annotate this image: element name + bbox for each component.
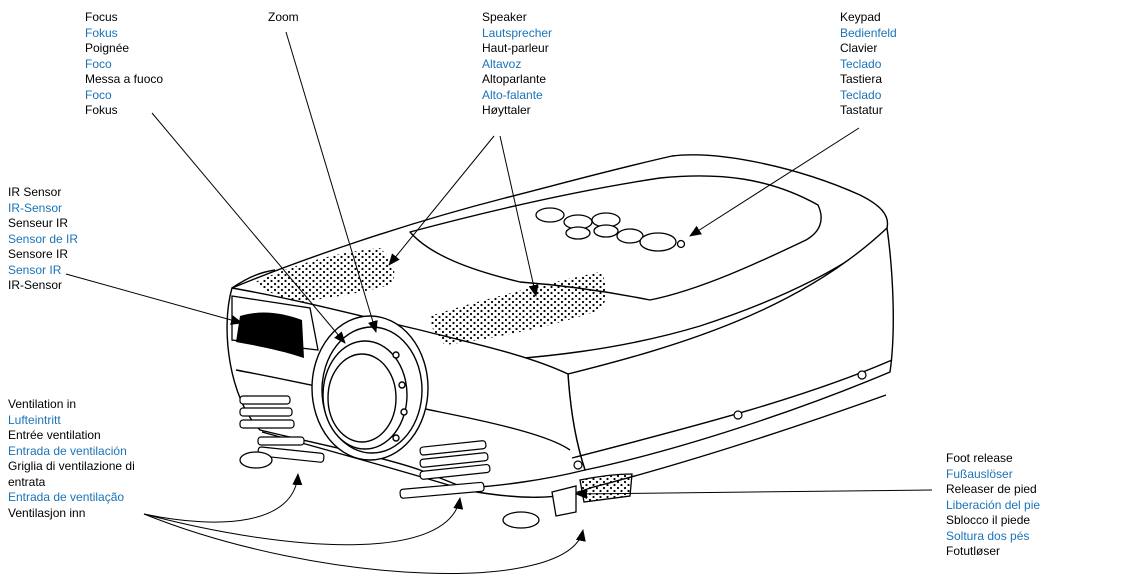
speaker-label-line: Altoparlante (482, 72, 547, 86)
speaker-label-line: Haut-parleur (482, 41, 549, 55)
case-screws (573, 370, 867, 470)
vent-label-line: Entrada de ventilação (8, 490, 125, 504)
speaker-label-line: Alto-falante (482, 87, 543, 102)
vent-label-line: Entrada de ventilación (8, 443, 127, 458)
keypad-label-line: Bedienfeld (840, 25, 897, 40)
keypad-label-line: Clavier (840, 41, 878, 55)
projector-feet (239, 451, 633, 529)
projector-body (226, 154, 894, 498)
ir-label-line: Sensor de IR (8, 231, 79, 246)
speaker-label-line: Altavoz (482, 56, 522, 71)
ir-label-line: IR Sensor (8, 185, 62, 199)
focus-label-line: Messa a fuoco (85, 72, 164, 86)
focus-label-line: Focus (85, 10, 118, 24)
vent-label-line: Griglia di ventilazione di (8, 459, 135, 473)
leader-lines (65, 31, 933, 574)
ir-label-line: Sensore IR (8, 247, 69, 261)
lens-assembly (311, 315, 429, 461)
speaker-grille-left-shape (255, 248, 395, 302)
ir-label-line: Sensor IR (8, 262, 62, 277)
focus-label-line: Foco (85, 87, 112, 102)
keypad-label-line: Keypad (840, 10, 881, 24)
foot-label-line: Fotutløser (946, 544, 1001, 558)
vent-label-line: Ventilasjon inn (8, 505, 86, 520)
ventilation-slots (239, 395, 491, 499)
foot-label-line: Foot release (946, 451, 1013, 465)
zoom-label-line: Zoom (268, 10, 299, 24)
foot-label-line: Sblocco il piede (946, 513, 1031, 527)
vent-label-line: Lufteintritt (8, 412, 61, 427)
focus-label-line: Poignée (85, 41, 130, 55)
keypad-label-line: Teclado (840, 56, 882, 71)
keypad-label-line: Teclado (840, 87, 882, 102)
ir-label-line: IR-Sensor (8, 278, 63, 292)
focus-label-line: Fokus (85, 103, 118, 117)
speaker-label-line: Lautsprecher (482, 25, 553, 40)
focus-label-line: Foco (85, 56, 112, 71)
keypad-buttons (535, 207, 686, 252)
ir-label-line: IR-Sensor (8, 200, 63, 215)
foot-label-line: Releaser de pied (946, 482, 1037, 496)
vent-label-line: entrata (8, 474, 46, 489)
keypad-label-line: Tastiera (840, 72, 883, 86)
speaker-label-line: Speaker (482, 10, 527, 24)
foot-label-line: Fußauslöser (946, 466, 1013, 481)
focus-label-line: Fokus (85, 25, 118, 40)
foot-label-line: Soltura dos pés (946, 528, 1030, 543)
speaker-grille-right-shape (430, 272, 607, 345)
ir-label-line: Senseur IR (8, 216, 69, 230)
vent-label-line: Entrée ventilation (8, 428, 101, 442)
foot-label-line: Liberación del pie (946, 497, 1041, 512)
speaker-label-line: Høyttaler (482, 103, 531, 117)
keypad-label-line: Tastatur (840, 103, 883, 117)
vent-label-line: Ventilation in (8, 397, 77, 411)
zoom-label-group: Zoom (268, 10, 299, 26)
